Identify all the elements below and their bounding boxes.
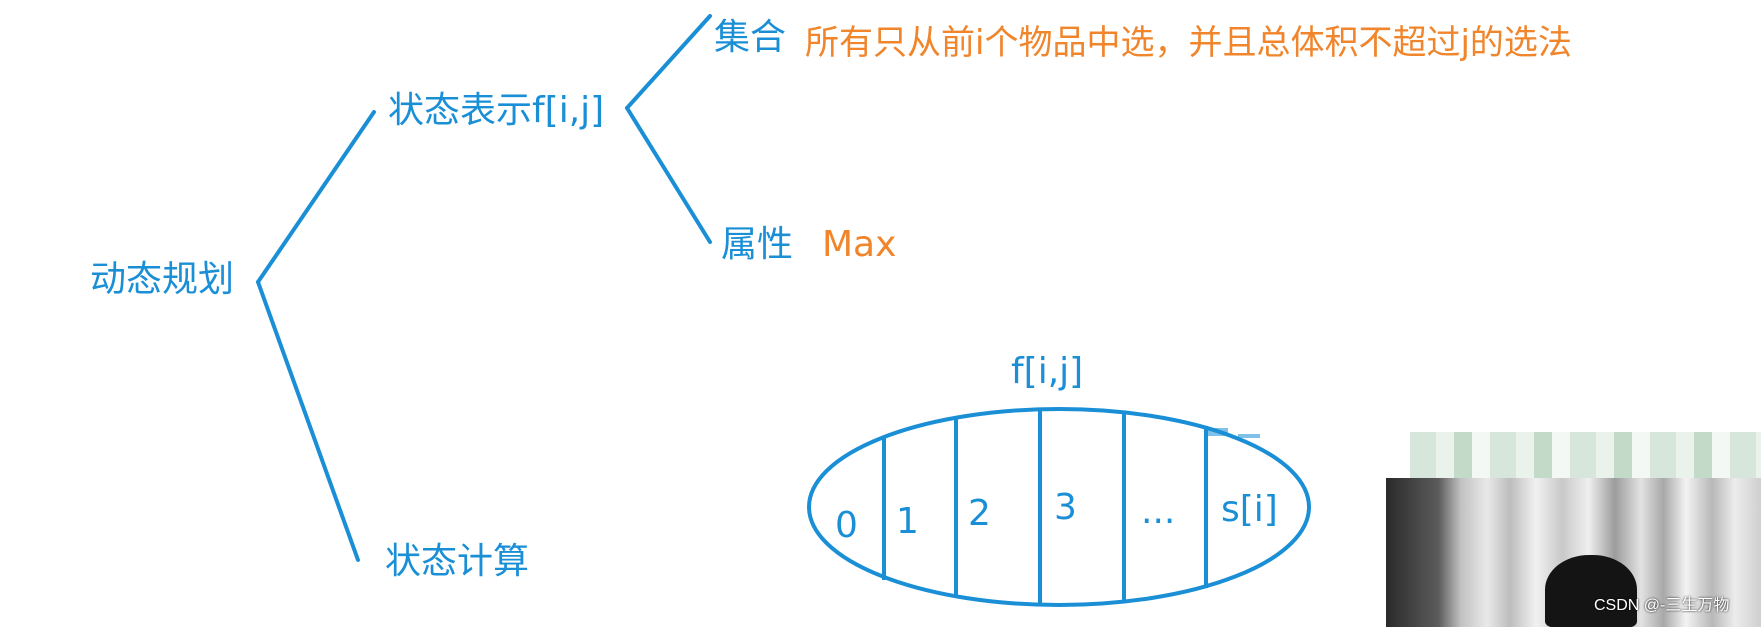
faint-mark [1206,428,1228,436]
branch-representation-to-set [625,14,712,110]
state-representation-label: 状态表示f[i,j] [388,90,605,131]
branch-root-to-state-computation [256,280,360,562]
watermark: CSDN @-三生万物 [1594,597,1730,614]
state-computation-label: 状态计算 [385,541,530,582]
set-label: 集合 [714,17,787,58]
partition-title: f[i,j] [1011,351,1084,392]
partition-cell-label: ... [1141,491,1176,532]
partition-cell-label: s[i] [1221,489,1278,530]
branch-root-to-state-representation [256,110,376,284]
webcam-person-silhouette [1545,555,1637,627]
partition-cell-label: 1 [896,501,919,542]
partition-cell-label: 0 [835,505,858,546]
partition-ellipse [807,407,1311,607]
attribute-label: 属性 [721,224,794,265]
partition-cell-label: 2 [968,493,991,534]
faint-mark [1238,434,1260,438]
set-description: 所有只从前i个物品中选，并且总体积不超过j的选法 [805,23,1572,63]
partition-ellipse-group [807,407,1311,607]
root-label: 动态规划 [90,259,235,300]
webcam-pixel-strip [1410,432,1761,478]
partition-cell-label: 3 [1054,487,1077,528]
branch-representation-to-attribute [625,106,712,244]
attribute-value: Max [822,224,897,265]
